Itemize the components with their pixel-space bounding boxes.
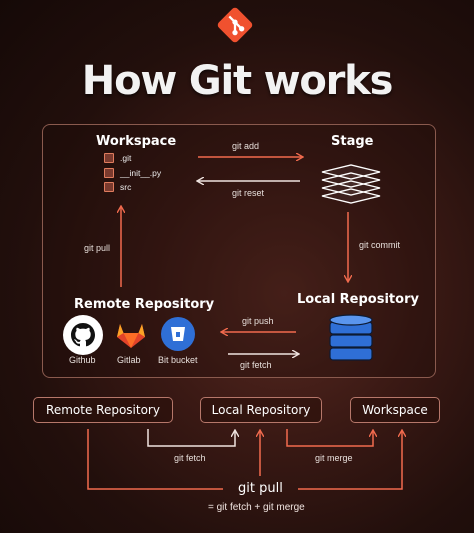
git-push-label: git push [242, 316, 274, 326]
file-checkbox-icon [104, 168, 114, 178]
git-reset-label: git reset [232, 188, 265, 198]
bottom-local-repo-box: Local Repository [200, 397, 322, 423]
bottom-git-pull-right-arrow [298, 431, 402, 490]
git-add-label: git add [232, 141, 260, 151]
file-item-init: __init__.py [104, 168, 161, 178]
bottom-git-merge-label: git merge [315, 453, 353, 463]
bitbucket-label: Bit bucket [158, 355, 198, 365]
file-name: __init__.py [120, 168, 162, 178]
file-item-git: .git [104, 153, 131, 163]
file-name: .git [120, 153, 132, 163]
bottom-git-fetch-arrow [147, 429, 235, 447]
stage-stack-icon [321, 164, 381, 204]
bottom-remote-repo-box: Remote Repository [33, 397, 173, 423]
git-fetch-label: git fetch [240, 360, 272, 370]
git-pull-label: git pull [84, 243, 111, 253]
git-logo-icon [217, 7, 253, 43]
git-commit-label: git commit [359, 240, 401, 250]
file-item-src: src [104, 182, 131, 192]
bottom-git-pull-left-line [87, 429, 223, 490]
file-name: src [120, 182, 132, 192]
bottom-git-pull-label: git pull [238, 481, 283, 496]
gitlab-icon [117, 324, 145, 348]
github-icon [63, 315, 103, 355]
bottom-git-merge-arrow [286, 429, 373, 447]
github-label: Github [69, 355, 96, 365]
git-pull-formula: = git fetch + git merge [208, 502, 305, 513]
page-title: How Git works [81, 58, 394, 104]
stage-heading: Stage [331, 134, 374, 149]
file-checkbox-icon [104, 153, 114, 163]
bottom-git-fetch-label: git fetch [174, 453, 206, 463]
database-icon [329, 314, 373, 361]
bitbucket-icon [161, 317, 195, 351]
file-checkbox-icon [104, 182, 114, 192]
remote-repo-heading: Remote Repository [74, 297, 215, 312]
gitlab-label: Gitlab [117, 355, 141, 365]
workspace-heading: Workspace [96, 134, 177, 149]
bottom-workspace-box: Workspace [350, 397, 440, 423]
local-repo-heading: Local Repository [297, 292, 419, 307]
